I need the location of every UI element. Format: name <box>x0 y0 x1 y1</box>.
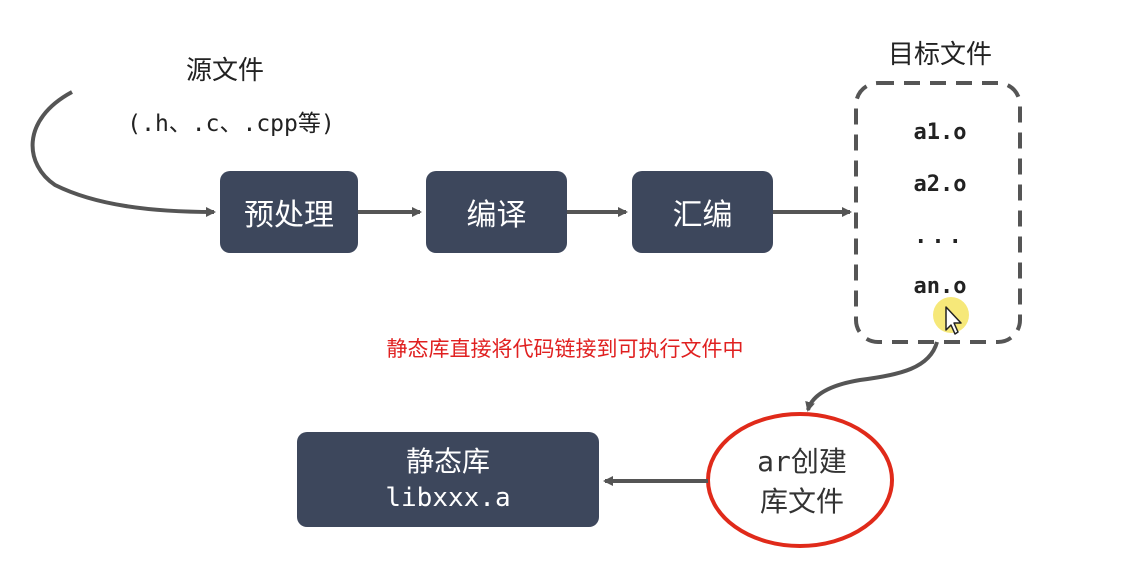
source-files-extensions: (.h、.c、.cpp等) <box>127 111 335 137</box>
ar-step-line1-rest: 创建 <box>790 445 847 478</box>
static-link-note: 静态库直接将代码链接到可执行文件中 <box>386 337 744 361</box>
step-preprocess-box: 预处理 <box>220 171 358 253</box>
ar-step-label: ar创建 库文件 <box>712 442 892 522</box>
source-curve-arrow <box>30 90 216 217</box>
ar-step-line2: 库文件 <box>759 485 844 518</box>
source-files-title: 源文件 <box>185 56 264 86</box>
object-files-title: 目标文件 <box>887 40 992 70</box>
object-files-box <box>854 81 1022 344</box>
cursor-arrow-icon <box>945 306 962 335</box>
static-library-filename: libxxx.a <box>385 482 511 513</box>
object-file-ellipsis: ... <box>914 224 966 249</box>
step-compile-box: 编译 <box>426 171 567 253</box>
object-file-item: a2.o <box>913 172 967 197</box>
step-assemble-box: 汇编 <box>632 171 773 253</box>
step-compile-label: 编译 <box>466 198 527 233</box>
ar-step-line1: ar创建 <box>712 442 892 482</box>
step-assemble-label: 汇编 <box>672 198 733 233</box>
object-file-item: an.o <box>913 274 967 299</box>
step-preprocess-label: 预处理 <box>244 198 334 233</box>
static-library-title: 静态库 <box>405 444 490 478</box>
object-file-item: a1.o <box>913 120 967 145</box>
static-library-box: 静态库 libxxx.a <box>297 432 599 527</box>
objects-to-ar-arrow <box>805 341 939 412</box>
ar-command: ar <box>757 445 791 478</box>
